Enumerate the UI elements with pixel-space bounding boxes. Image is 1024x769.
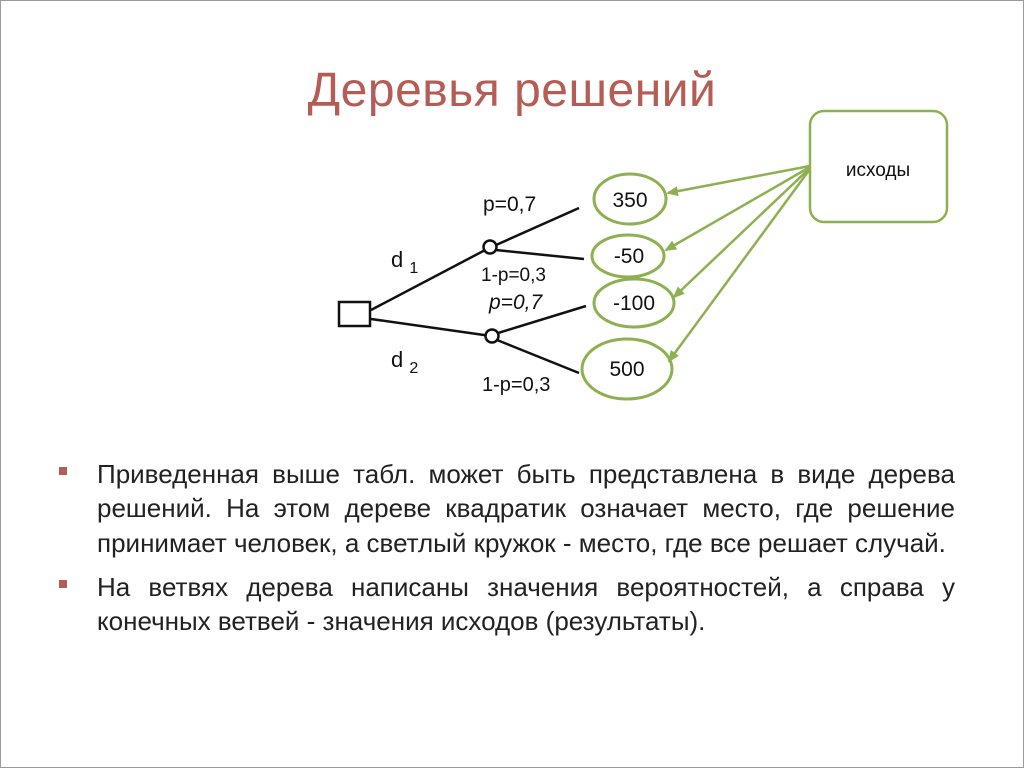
- slide-title: Деревья решений: [307, 64, 717, 117]
- branch-chance1-lower: [495, 248, 585, 261]
- decision-label-d1: d 1: [391, 247, 418, 277]
- probability-label-1: p=0,7: [483, 193, 536, 216]
- bullet-item: На ветвях дерева написаны значения вероя…: [59, 570, 955, 639]
- bullet-item: Приведенная выше табл. может быть предст…: [59, 457, 955, 560]
- outcome-value-3: -100: [613, 292, 655, 315]
- decision-label-d2: d 2: [391, 347, 418, 377]
- bullet-marker: [59, 467, 67, 475]
- bullet-text: На ветвях дерева написаны значения вероя…: [97, 571, 955, 637]
- outcome-ellipse-4: [580, 337, 674, 401]
- chance-node-1: [482, 239, 498, 255]
- branch-d2: [370, 317, 492, 338]
- probability-label-4: 1-p=0,3: [482, 374, 550, 396]
- outcome-value-2: -50: [614, 245, 644, 268]
- bullet-marker: [59, 579, 67, 588]
- branch-d1: [370, 246, 490, 312]
- callout-arrow-3: [672, 167, 811, 299]
- outcome-ellipse-2: [590, 233, 666, 279]
- outcome-value-4: 500: [609, 358, 644, 381]
- callout-arrow-1: [666, 164, 811, 197]
- decision-node: [337, 300, 372, 328]
- chance-node-2: [484, 328, 500, 344]
- branch-chance2-upper: [497, 304, 587, 335]
- probability-label-3: p=0,7: [488, 291, 543, 314]
- bullet-list: Приведенная выше табл. может быть предст…: [59, 457, 955, 649]
- branch-chance2-lower: [496, 338, 580, 375]
- probability-label-2: 1-p=0,3: [481, 265, 546, 286]
- callout-arrow-4: [667, 168, 812, 363]
- branch-chance1-upper: [495, 206, 580, 247]
- outcome-ellipse-3: [592, 277, 676, 329]
- outcome-value-1: 350: [612, 189, 647, 212]
- outcome-ellipse-1: [592, 172, 668, 226]
- bullet-text: Приведенная выше табл. может быть предст…: [97, 459, 955, 558]
- outcomes-callout-label: исходы: [846, 160, 910, 181]
- callout-arrow-2: [664, 165, 811, 252]
